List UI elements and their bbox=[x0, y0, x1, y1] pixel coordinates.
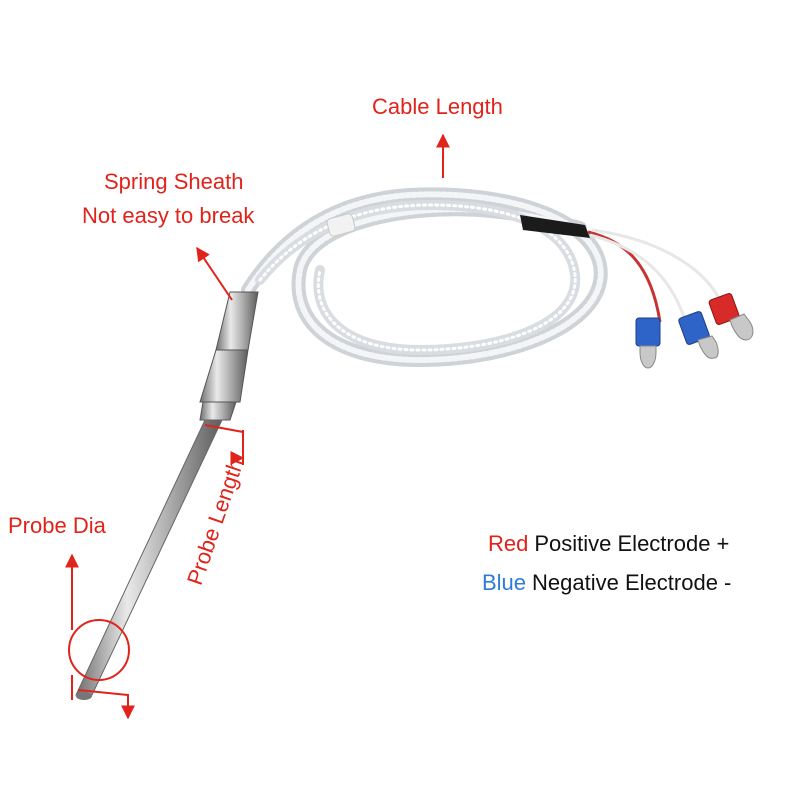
fork-terminal-blue bbox=[635, 317, 661, 369]
cable-tie bbox=[326, 213, 356, 237]
heat-shrink-sleeve bbox=[520, 215, 590, 238]
probe-dia-label: Probe Dia bbox=[8, 513, 106, 538]
legend-blue-word: Blue bbox=[482, 570, 527, 595]
annotation-arrows bbox=[65, 133, 450, 720]
spring-sheath-note: Not easy to break bbox=[82, 203, 255, 228]
spring-sheath-label: Spring Sheath bbox=[104, 169, 244, 194]
braided-cable bbox=[241, 187, 608, 368]
probe-assembly bbox=[75, 291, 259, 700]
cable-length-label: Cable Length bbox=[372, 94, 503, 119]
lead-wires bbox=[587, 228, 722, 323]
legend-red-text: Positive Electrode + bbox=[534, 531, 730, 556]
legend-red-word: Red bbox=[488, 531, 529, 556]
fork-terminal-red bbox=[708, 293, 754, 341]
legend-blue-text: Negative Electrode - bbox=[532, 570, 732, 595]
fork-terminal-blue bbox=[678, 311, 719, 359]
